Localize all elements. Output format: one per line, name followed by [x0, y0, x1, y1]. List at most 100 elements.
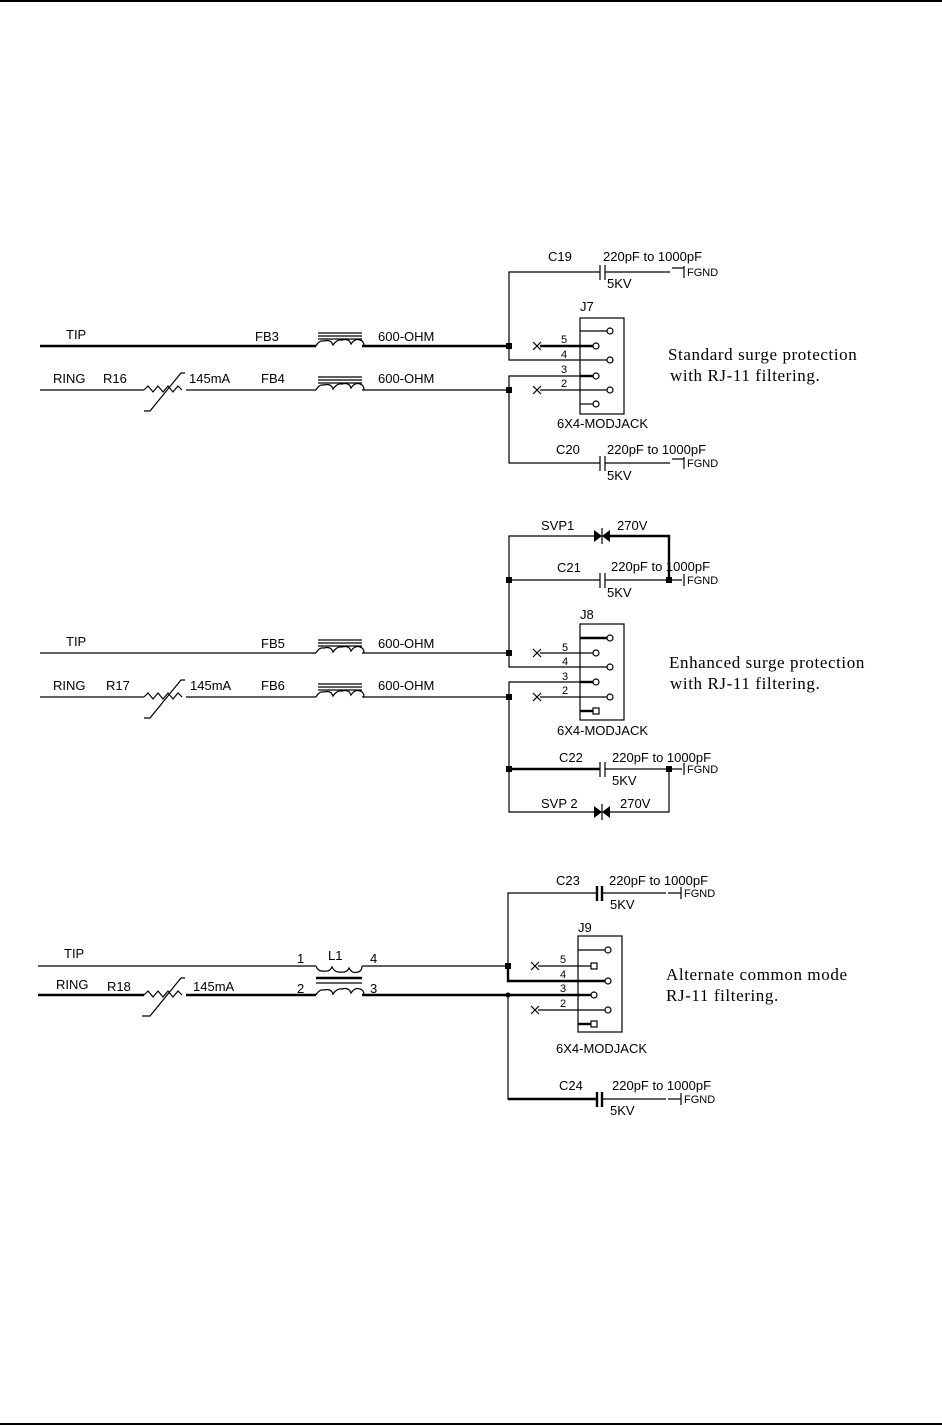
tip-label: TIP [66, 634, 86, 649]
jack-pins [532, 327, 614, 408]
pin-number: 3 [560, 983, 566, 995]
ground-label: FGND [687, 764, 718, 776]
circuit-description: Alternate common mode [666, 965, 848, 984]
surge-protector-value: 270V [617, 518, 648, 533]
ferrite-bead-ref: FB4 [261, 371, 285, 386]
pin-number: 4 [560, 969, 566, 981]
capacitor-value: 220pF to 1000pF [612, 1078, 711, 1093]
cap-bottom-wire [508, 390, 600, 464]
ptc-ref: R16 [103, 371, 127, 386]
ferrite-bead-icon [315, 376, 365, 391]
jack-pins [530, 946, 612, 1028]
ground-label: FGND [687, 575, 718, 587]
capacitor-icon [599, 456, 685, 471]
choke-ref: L1 [328, 948, 342, 963]
ferrite-bead-icon [315, 332, 365, 347]
jack-ref: J8 [580, 607, 594, 622]
circuit-description: with RJ-11 filtering. [670, 674, 820, 693]
pin-number: 4 [561, 349, 567, 361]
jack-pins [532, 634, 614, 715]
ferrite-bead-ref: FB3 [255, 329, 279, 344]
ptc-value: 145mA [193, 979, 235, 994]
ferrite-bead-ref: FB5 [261, 636, 285, 651]
cap-top-wire [508, 271, 600, 346]
surge-protector-value: 270V [620, 796, 651, 811]
pin-number: 2 [560, 998, 566, 1010]
pin-number: 3 [561, 364, 567, 376]
capacitor-icon [595, 886, 682, 901]
capacitor-rating: 5KV [607, 468, 632, 483]
jack-ref: J7 [580, 299, 594, 314]
capacitor-ref: C22 [559, 750, 583, 765]
ring-label: RING [53, 678, 86, 693]
ferrite-bead-value: 600-OHM [378, 329, 434, 344]
surge-protector-icon [594, 769, 670, 820]
capacitor-rating: 5KV [607, 585, 632, 600]
jack-ref: J9 [578, 920, 592, 935]
capacitor-ref: C20 [556, 442, 580, 457]
ring-label: RING [56, 977, 89, 992]
ground-label: FGND [684, 888, 715, 900]
ring-label: RING [53, 371, 86, 386]
ptc-ref: R17 [106, 678, 130, 693]
capacitor-value: 220pF to 1000pF [611, 559, 710, 574]
capacitor-rating: 5KV [610, 897, 635, 912]
ptc-value: 145mA [189, 371, 231, 386]
svp-bottom-wire [508, 697, 594, 813]
capacitor-icon [599, 573, 685, 588]
ptc-ref: R18 [107, 979, 131, 994]
ground-label: FGND [687, 267, 718, 279]
pin-number: 5 [561, 334, 567, 346]
ground-label: FGND [684, 1094, 715, 1106]
pin3-wire [508, 375, 580, 390]
pin-number: 3 [562, 671, 568, 683]
page-top-rule [0, 0, 942, 2]
capacitor-ref: C21 [557, 560, 581, 575]
ferrite-bead-value: 600-OHM [378, 636, 434, 651]
choke-pin: 4 [370, 951, 377, 966]
ferrite-bead-ref: FB6 [261, 678, 285, 693]
surge-protector-ref: SVP1 [541, 518, 574, 533]
jack-type: 6X4-MODJACK [556, 1041, 647, 1056]
capacitor-rating: 5KV [607, 276, 632, 291]
capacitor-value: 220pF to 1000pF [607, 442, 706, 457]
tip-label: TIP [64, 946, 84, 961]
capacitor-icon [508, 1092, 682, 1107]
modjack-body [579, 623, 625, 721]
capacitor-value: 220pF to 1000pF [609, 873, 708, 888]
circuit-description: with RJ-11 filtering. [670, 366, 820, 385]
tip-label: TIP [66, 327, 86, 342]
ptc-value: 145mA [190, 678, 232, 693]
choke-pin: 1 [297, 951, 304, 966]
surge-protector-icon [594, 528, 671, 580]
common-mode-choke-icon [315, 965, 365, 996]
ptc-thermistor-icon [143, 679, 185, 719]
ferrite-bead-icon [315, 639, 365, 654]
pin-number: 2 [562, 685, 568, 697]
circuit-common-mode: TIP 1 L1 4 RING R18 145mA 2 3 C23 220pF [38, 873, 848, 1118]
page-bottom-rule [0, 1423, 942, 1425]
pin4-wire [508, 653, 580, 668]
jack-type: 6X4-MODJACK [557, 723, 648, 738]
choke-pin: 3 [370, 981, 377, 996]
capacitor-value: 220pF to 1000pF [603, 249, 702, 264]
circuit-description: Enhanced surge protection [669, 653, 865, 672]
cap-top-wire [507, 892, 597, 966]
jack-type: 6X4-MODJACK [557, 416, 648, 431]
capacitor-ref: C19 [548, 249, 572, 264]
choke-pin: 2 [297, 981, 304, 996]
circuit-standard: TIP FB3 600-OHM RING R16 145mA FB4 600-O… [40, 249, 857, 483]
capacitor-value: 220pF to 1000pF [612, 750, 711, 765]
ground-label: FGND [687, 458, 718, 470]
pin3-wire [508, 681, 580, 697]
capacitor-rating: 5KV [612, 773, 637, 788]
pin4-wire [508, 346, 580, 361]
circuit-description: Standard surge protection [668, 345, 857, 364]
pin4-wire [506, 966, 580, 983]
ptc-thermistor-icon [143, 372, 185, 412]
modjack-body [577, 935, 623, 1033]
ferrite-bead-value: 600-OHM [378, 678, 434, 693]
pin-number: 5 [562, 642, 568, 654]
ptc-thermistor-icon [142, 977, 185, 1017]
